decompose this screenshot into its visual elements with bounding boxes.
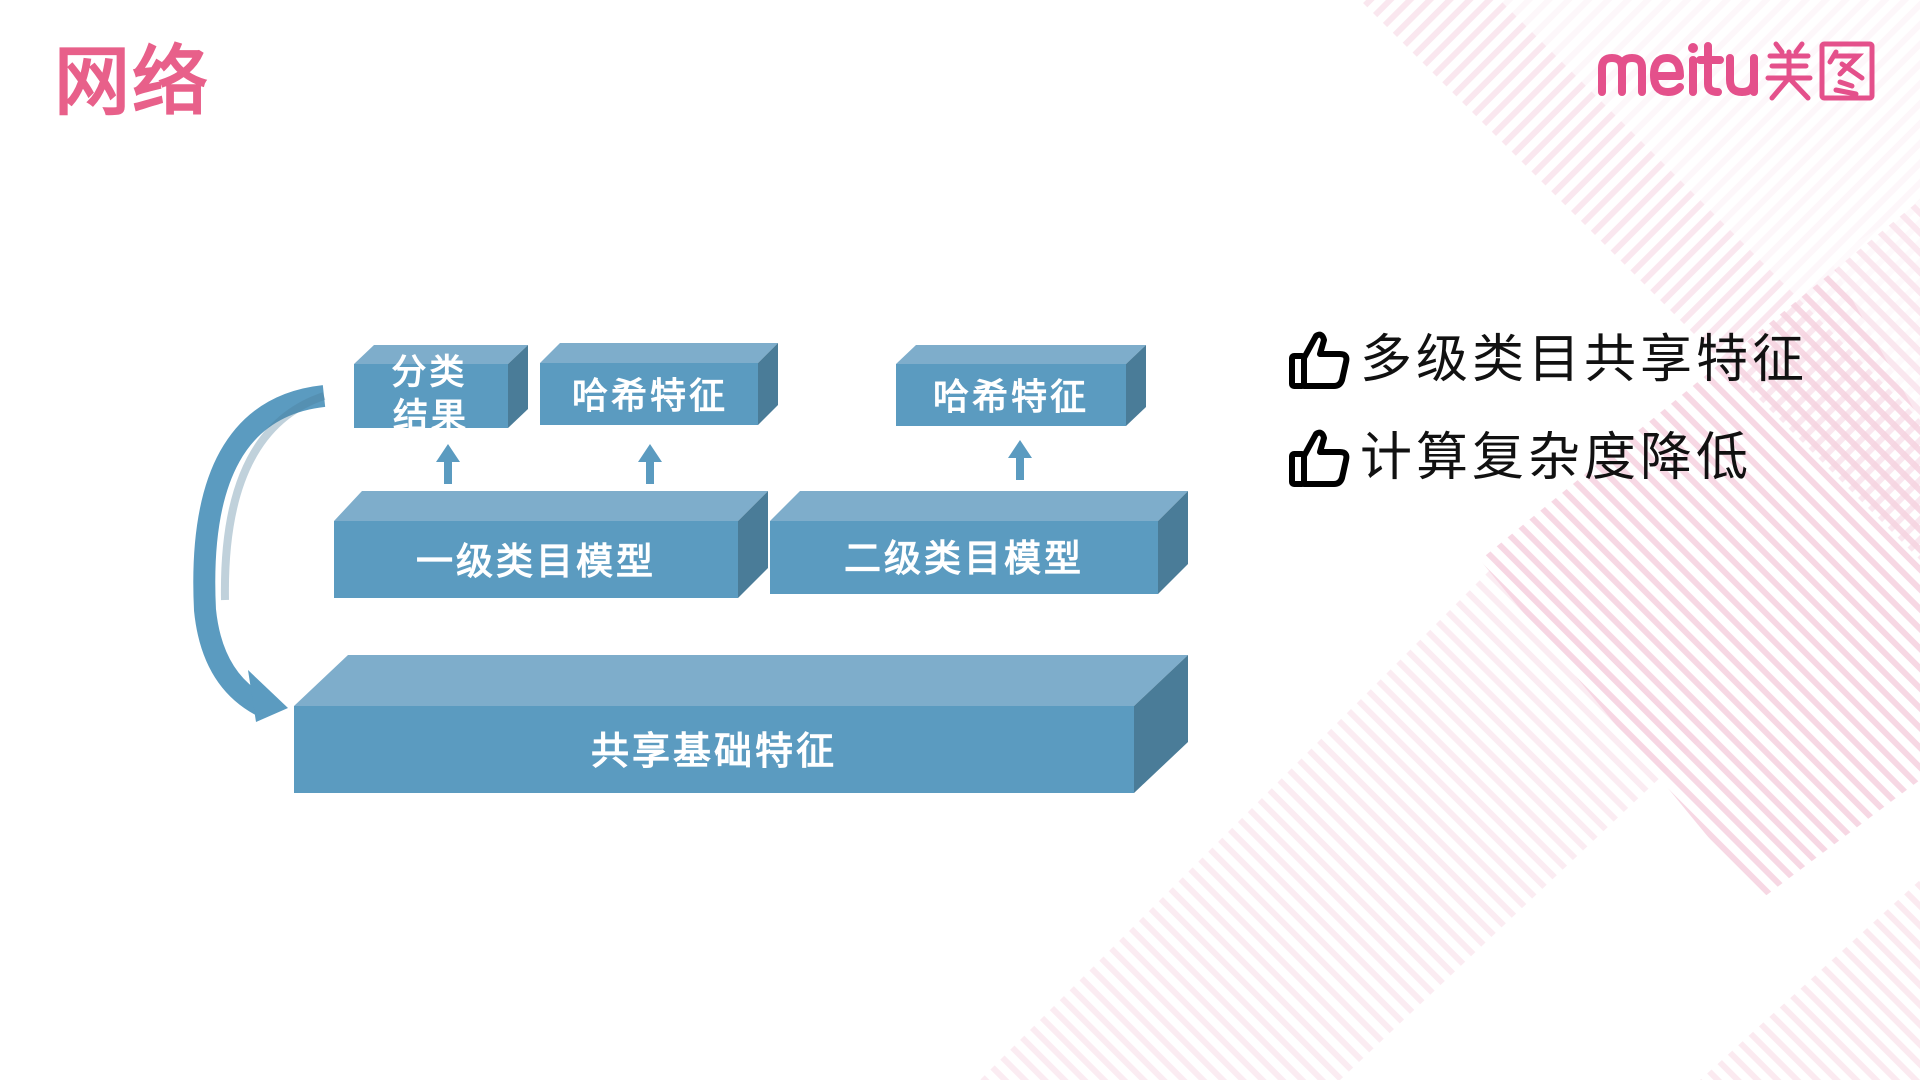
up-arrows	[436, 440, 1032, 484]
loop-arrow	[193, 385, 326, 722]
up-arrow-hash-right	[1008, 440, 1032, 480]
up-arrow-hash-left	[638, 444, 662, 484]
block-hash-feature-right: 哈希特征	[896, 345, 1146, 426]
block-classification-result: 分类 结果	[354, 345, 528, 437]
up-arrow-classification	[436, 444, 460, 484]
label-shared-base: 共享基础特征	[591, 729, 837, 773]
benefit-text: 多级类目共享特征	[1360, 330, 1809, 390]
label-level2-model: 二级类目模型	[844, 537, 1084, 580]
thumbs-up-icon	[1289, 331, 1350, 389]
label-hash-feature-right: 哈希特征	[933, 377, 1089, 418]
block-shared-base: 共享基础特征	[294, 655, 1188, 793]
block-level1-model: 一级类目模型	[334, 491, 768, 598]
benefit-item: 多级类目共享特征	[1288, 326, 1808, 394]
meitu-logo	[1598, 41, 1875, 101]
label-classification-result: 分类 结果	[391, 353, 482, 437]
thumbs-up-icon	[1289, 429, 1350, 487]
page-title: 网络	[54, 37, 210, 126]
benefit-text: 计算复杂度降低	[1360, 428, 1753, 488]
block-hash-feature-left: 哈希特征	[540, 343, 778, 425]
benefit-item: 计算复杂度降低	[1288, 424, 1808, 492]
label-level1-model: 一级类目模型	[416, 540, 656, 583]
block-level2-model: 二级类目模型	[770, 491, 1188, 594]
label-hash-feature-left: 哈希特征	[572, 376, 728, 417]
benefits-list: 多级类目共享特征 计算复杂度降低	[1288, 326, 1808, 522]
